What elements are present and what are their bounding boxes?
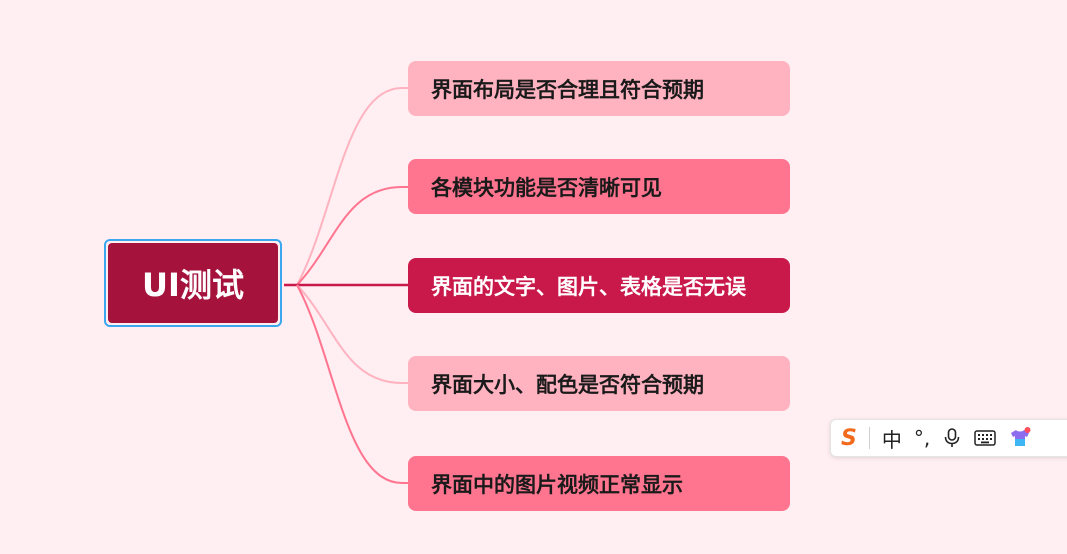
ime-language-toggle[interactable]: 中 bbox=[882, 423, 902, 453]
ime-toolbar: S 中 °, bbox=[830, 419, 1067, 457]
connector-5 bbox=[296, 284, 410, 484]
child-node-1[interactable]: 界面布局是否合理且符合预期 bbox=[408, 61, 790, 116]
connector-1 bbox=[296, 87, 410, 286]
child-node-label: 界面中的图片视频正常显示 bbox=[431, 472, 683, 497]
keyboard-icon[interactable] bbox=[974, 423, 996, 453]
connector-4 bbox=[296, 284, 410, 384]
child-node-5[interactable]: 界面中的图片视频正常显示 bbox=[408, 456, 790, 511]
child-node-4[interactable]: 界面大小、配色是否符合预期 bbox=[408, 356, 790, 411]
child-node-3[interactable]: 界面的文字、图片、表格是否无误 bbox=[408, 258, 790, 313]
child-node-label: 各模块功能是否清晰可见 bbox=[431, 175, 662, 200]
ime-language-label: 中 bbox=[881, 427, 902, 452]
child-node-label: 界面布局是否合理且符合预期 bbox=[431, 77, 704, 102]
root-node-label: UI测试 bbox=[142, 266, 244, 304]
root-node-selection[interactable]: UI测试 bbox=[104, 239, 282, 327]
microphone-icon[interactable] bbox=[942, 423, 962, 453]
child-node-label: 界面的文字、图片、表格是否无误 bbox=[431, 274, 746, 299]
child-node-2[interactable]: 各模块功能是否清晰可见 bbox=[408, 159, 790, 214]
ime-punctuation-toggle[interactable]: °, bbox=[914, 423, 930, 453]
child-node-label: 界面大小、配色是否符合预期 bbox=[431, 372, 704, 397]
ime-separator bbox=[868, 427, 870, 449]
ime-logo-glyph: S bbox=[841, 425, 857, 451]
sogou-logo-icon[interactable]: S bbox=[841, 423, 857, 453]
skin-icon[interactable] bbox=[1008, 423, 1032, 453]
connector-2 bbox=[296, 186, 410, 286]
root-node[interactable]: UI测试 bbox=[108, 243, 278, 323]
ime-punctuation-label: °, bbox=[913, 426, 931, 450]
